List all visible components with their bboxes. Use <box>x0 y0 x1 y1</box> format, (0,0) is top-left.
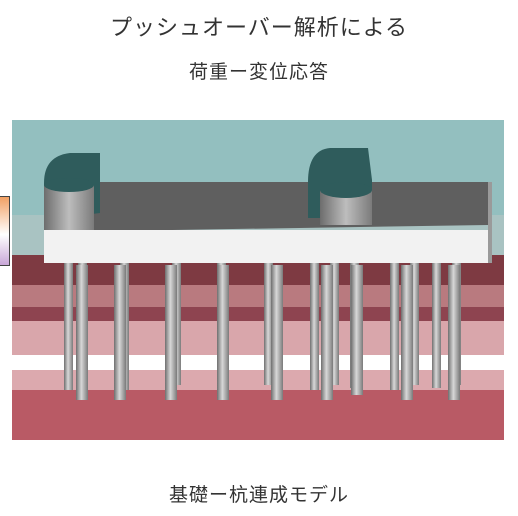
pile-cap-side <box>488 182 492 263</box>
page-title: プッシュオーバー解析による <box>109 16 409 41</box>
page-subtitle: 荷重ー変位応答 <box>188 61 329 83</box>
piles-front <box>76 265 460 400</box>
soil-layer-4 <box>12 285 504 307</box>
column-right <box>308 148 372 225</box>
pile-cap-front <box>44 230 489 263</box>
gradient-legend-icon <box>0 196 10 266</box>
figure-caption: 基礎ー杭連成モデル <box>168 484 349 506</box>
foundation-pile-model <box>12 120 504 440</box>
pile-cap <box>44 182 492 263</box>
soil-layer-5 <box>12 307 504 321</box>
soil-layer-6 <box>12 321 504 355</box>
soil-layer-8 <box>12 370 504 390</box>
pile-cap-top <box>44 182 488 232</box>
soil-layer-7 <box>12 355 504 370</box>
soil-layer-9 <box>12 390 504 440</box>
column-left <box>44 153 100 230</box>
